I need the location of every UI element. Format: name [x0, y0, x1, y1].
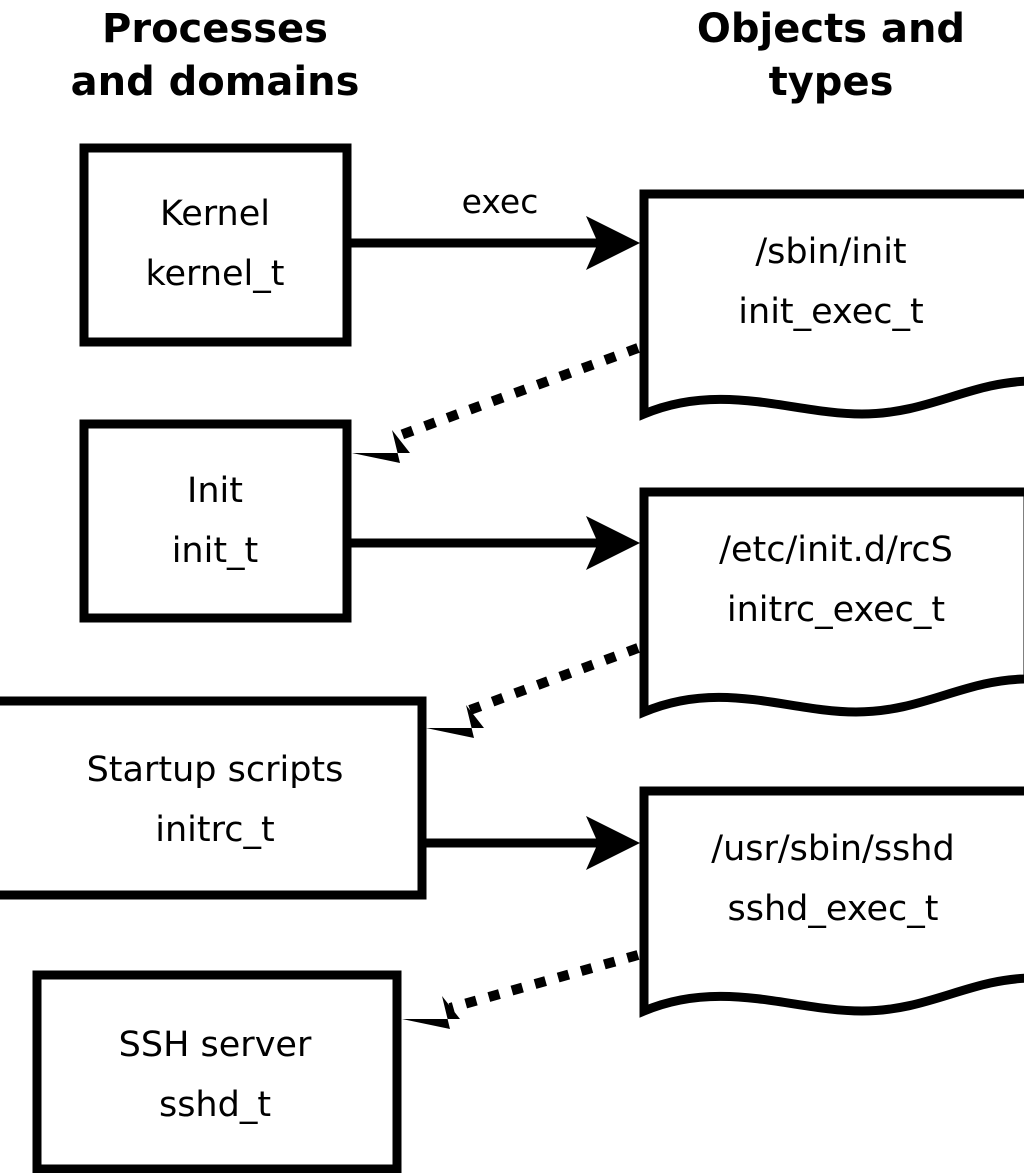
node-type-label: init_exec_t	[738, 292, 923, 332]
node-path-label: /sbin/init	[755, 232, 906, 272]
arrowhead-solid	[586, 816, 640, 870]
node-document-shape[interactable]	[639, 487, 1024, 719]
node-type-label: init_t	[172, 531, 259, 571]
column-header-objects-line1: Objects and	[697, 6, 965, 52]
column-header-processes-line2: and domains	[71, 59, 360, 105]
node-path-label: /etc/init.d/rcS	[719, 530, 953, 570]
edge-line	[396, 343, 640, 441]
edge-line	[468, 643, 640, 715]
node-rect[interactable]	[32, 970, 402, 1173]
node-rect[interactable]	[79, 143, 352, 347]
node-document-shape[interactable]	[639, 786, 1024, 1018]
process-node-sshd[interactable]: SSH server sshd_t	[32, 970, 402, 1173]
node-name-label: Startup scripts	[87, 750, 344, 790]
node-type-label: initrc_t	[155, 810, 274, 850]
arrowhead-solid	[586, 216, 640, 270]
arrowhead-solid	[586, 516, 640, 570]
node-type-label: sshd_t	[159, 1085, 271, 1125]
arrowhead-dotted	[402, 996, 460, 1029]
column-header-objects: Objects and types	[697, 6, 965, 105]
edge-initrc-exec-sshd-exec	[425, 816, 640, 870]
process-node-init[interactable]: Init init_t	[79, 419, 352, 623]
node-type-label: kernel_t	[146, 254, 285, 294]
column-header-processes-line1: Processes	[102, 6, 328, 52]
arrowhead-dotted	[352, 430, 410, 463]
process-node-kernel[interactable]: Kernel kernel_t	[79, 143, 352, 347]
edge-sshd-exec-transition-sshd	[402, 950, 640, 1029]
node-type-label: initrc_exec_t	[727, 590, 945, 630]
edge-init-exec-initrc-exec	[350, 516, 640, 570]
node-rect[interactable]	[79, 419, 352, 623]
arrowhead-dotted	[426, 705, 484, 738]
edge-line	[448, 950, 640, 1013]
edge-label-exec: exec	[462, 182, 539, 221]
node-type-label: sshd_exec_t	[728, 889, 939, 929]
object-node-initrc-exec[interactable]: /etc/init.d/rcS initrc_exec_t	[639, 487, 1024, 719]
node-path-label: /usr/sbin/sshd	[711, 829, 954, 869]
process-node-initrc[interactable]: Startup scripts initrc_t	[0, 696, 427, 900]
node-document-shape[interactable]	[639, 189, 1024, 421]
node-name-label: Init	[187, 471, 243, 511]
edge-initrc-exec-transition-initrc	[426, 643, 640, 738]
node-name-label: SSH server	[119, 1025, 312, 1065]
edge-init-exec-transition-init	[352, 343, 640, 463]
object-node-init-exec[interactable]: /sbin/init init_exec_t	[639, 189, 1024, 421]
column-header-processes: Processes and domains	[71, 6, 360, 105]
edge-kernel-exec-init-exec: exec	[350, 182, 640, 270]
node-name-label: Kernel	[160, 194, 270, 234]
column-header-objects-line2: types	[769, 59, 894, 105]
node-rect[interactable]	[0, 696, 427, 900]
object-node-sshd-exec[interactable]: /usr/sbin/sshd sshd_exec_t	[639, 786, 1024, 1018]
